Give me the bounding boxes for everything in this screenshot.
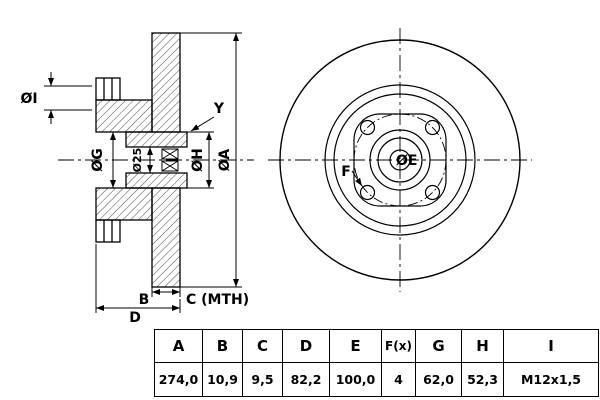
table-header-b: B [202, 329, 243, 363]
label-diameter-h: ØH [190, 148, 206, 172]
table-header-f: F(x) [381, 329, 416, 363]
table-value-g: 62,0 [415, 362, 462, 397]
section-view: ØI ØG Ø25 ØH [20, 32, 254, 326]
label-diameter-e: ØE [396, 153, 417, 169]
dim-diameter-25: Ø25 [131, 147, 153, 173]
table-value-h: 52,3 [461, 362, 504, 397]
table-header-e: E [329, 329, 382, 363]
label-b: B [139, 292, 150, 308]
label-diameter-25: Ø25 [131, 148, 144, 173]
center-spigot-circle [377, 137, 423, 183]
technical-drawing: ØI ØG Ø25 ØH [20, 28, 532, 326]
bolt-circle [353, 113, 447, 207]
table-header-row: A B C D E F(x) G H I [154, 329, 599, 363]
outer-diameter-circle [279, 39, 521, 281]
table-value-i: M12x1,5 [503, 362, 599, 397]
table-header-a: A [154, 329, 203, 363]
flange-outer-circle [324, 84, 476, 236]
dim-diameter-a: ØA [180, 32, 242, 288]
table-value-d: 82,2 [282, 362, 330, 397]
label-diameter-g: ØG [90, 148, 106, 171]
dim-d: D [95, 244, 181, 326]
table-value-row: 274,0 10,9 9,5 82,2 100,0 4 62,0 52,3 M1… [154, 362, 599, 397]
flange-inner-circle [333, 93, 467, 227]
disc-section-geometry [95, 32, 188, 288]
dim-diameter-g: ØG [90, 132, 116, 188]
hub-bore-circle [369, 129, 431, 191]
dim-f: F [341, 164, 363, 187]
table-header-d: D [282, 329, 330, 363]
dim-b-c: B C (MTH) [139, 287, 249, 308]
label-c-mth: C (MTH) [186, 292, 249, 308]
label-diameter-i: ØI [20, 91, 37, 107]
bearing-symbol [161, 148, 179, 172]
front-view: ØE F [268, 28, 532, 292]
table-header-c: C [242, 329, 283, 363]
table-value-f: 4 [381, 362, 416, 397]
table-value-a: 274,0 [154, 362, 203, 397]
label-d: D [129, 310, 141, 326]
table-header-g: G [415, 329, 462, 363]
table-header-h: H [461, 329, 504, 363]
center-hole-circle [389, 149, 411, 171]
table-value-b: 10,9 [202, 362, 243, 397]
label-f: F [341, 164, 351, 180]
spec-table-region: A B C D E F(x) G H I 274,0 10,9 9,5 82,2… [154, 329, 599, 397]
table-header-i: I [503, 329, 599, 363]
dimension-table: A B C D E F(x) G H I 274,0 10,9 9,5 82,2… [154, 329, 599, 397]
dim-diameter-i: ØI [20, 72, 92, 124]
dim-y: Y [190, 101, 225, 132]
table-value-e: 100,0 [329, 362, 382, 397]
label-diameter-a: ØA [217, 149, 233, 172]
dim-diameter-h: ØH [187, 131, 214, 189]
table-value-c: 9,5 [242, 362, 283, 397]
label-y: Y [213, 101, 225, 117]
bolt-holes [359, 119, 441, 201]
